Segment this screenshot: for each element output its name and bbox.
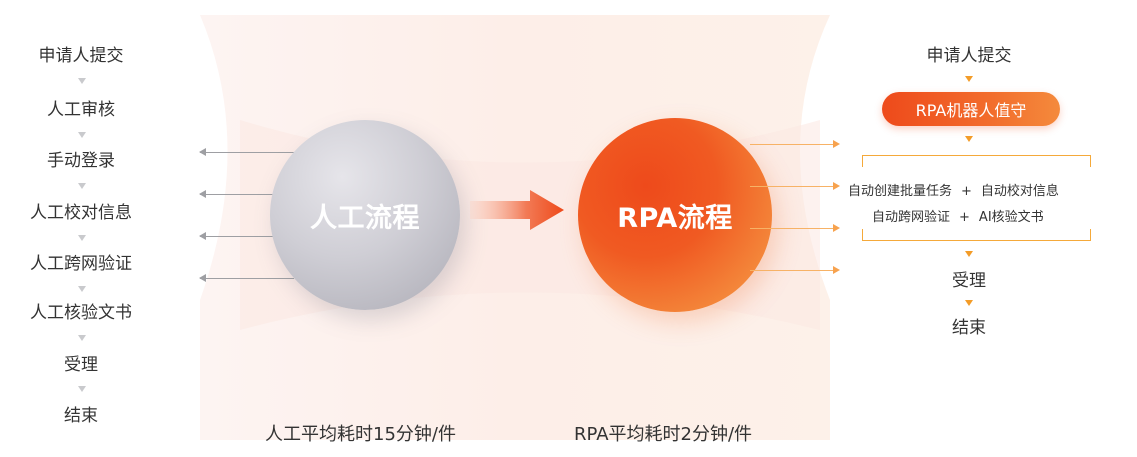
manual-step-accept: 受理 — [64, 355, 98, 375]
down-triangle-icon — [78, 235, 86, 241]
down-triangle-icon — [965, 136, 973, 142]
rpa-task-row-2: 自动跨网验证 + AI核验文书 — [872, 206, 1044, 225]
down-triangle-icon — [965, 251, 973, 257]
task-auto-batch: 自动创建批量任务 — [848, 184, 953, 199]
rpa-process-sphere: RPA流程 — [578, 118, 772, 312]
rpa-task-row-1: 自动创建批量任务 + 自动校对信息 — [848, 180, 1059, 199]
rpa-task-bracket — [862, 155, 1091, 241]
manual-step-cross-network: 人工跨网验证 — [30, 254, 132, 274]
down-triangle-icon — [78, 183, 86, 189]
plus-sign: + — [961, 184, 972, 199]
right-arrow-icon — [750, 182, 840, 190]
rpa-step-end: 结束 — [952, 318, 986, 338]
rpa-robot-label: RPA机器人值守 — [915, 101, 1027, 120]
down-triangle-icon — [78, 386, 86, 392]
rpa-step-submit: 申请人提交 — [926, 46, 1012, 66]
bracket-bottom-left-tick — [862, 229, 863, 241]
task-auto-cross-network: 自动跨网验证 — [872, 210, 951, 225]
manual-step-review: 人工审核 — [47, 100, 115, 120]
manual-step-login: 手动登录 — [47, 151, 115, 171]
right-arrow-icon — [750, 224, 840, 232]
down-triangle-icon — [78, 335, 86, 341]
manual-step-end: 结束 — [64, 406, 98, 426]
down-triangle-icon — [78, 132, 86, 138]
rpa-robot-badge: RPA机器人值守 — [882, 92, 1060, 126]
plus-sign: + — [959, 210, 970, 225]
bracket-top-line — [862, 155, 1091, 156]
task-ai-verify-docs: AI核验文书 — [978, 210, 1044, 225]
manual-process-label: 人工流程 — [310, 202, 420, 234]
rpa-time-caption: RPA平均耗时2分钟/件 — [574, 424, 753, 445]
bracket-top-right-tick — [1090, 155, 1091, 167]
rpa-process-label: RPA流程 — [617, 202, 733, 234]
bracket-bottom-right-tick — [1090, 229, 1091, 241]
transition-arrow-icon — [470, 190, 564, 230]
down-triangle-icon — [965, 300, 973, 306]
left-arrow-icon — [199, 148, 294, 156]
left-arrow-icon — [199, 274, 294, 282]
rpa-step-accept: 受理 — [952, 271, 986, 291]
right-arrow-icon — [750, 140, 840, 148]
bracket-top-left-tick — [862, 155, 863, 167]
down-triangle-icon — [78, 286, 86, 292]
right-arrow-icon — [750, 266, 840, 274]
manual-step-check-info: 人工校对信息 — [30, 203, 132, 223]
manual-step-verify-docs: 人工核验文书 — [30, 303, 132, 323]
manual-time-caption: 人工平均耗时15分钟/件 — [265, 424, 456, 445]
down-triangle-icon — [965, 76, 973, 82]
manual-step-submit: 申请人提交 — [38, 46, 124, 66]
task-auto-check-info: 自动校对信息 — [980, 184, 1059, 199]
left-arrow-icon — [199, 190, 294, 198]
manual-process-sphere: 人工流程 — [270, 120, 460, 310]
left-arrow-icon — [199, 232, 294, 240]
bracket-bottom-line — [862, 240, 1091, 241]
down-triangle-icon — [78, 78, 86, 84]
